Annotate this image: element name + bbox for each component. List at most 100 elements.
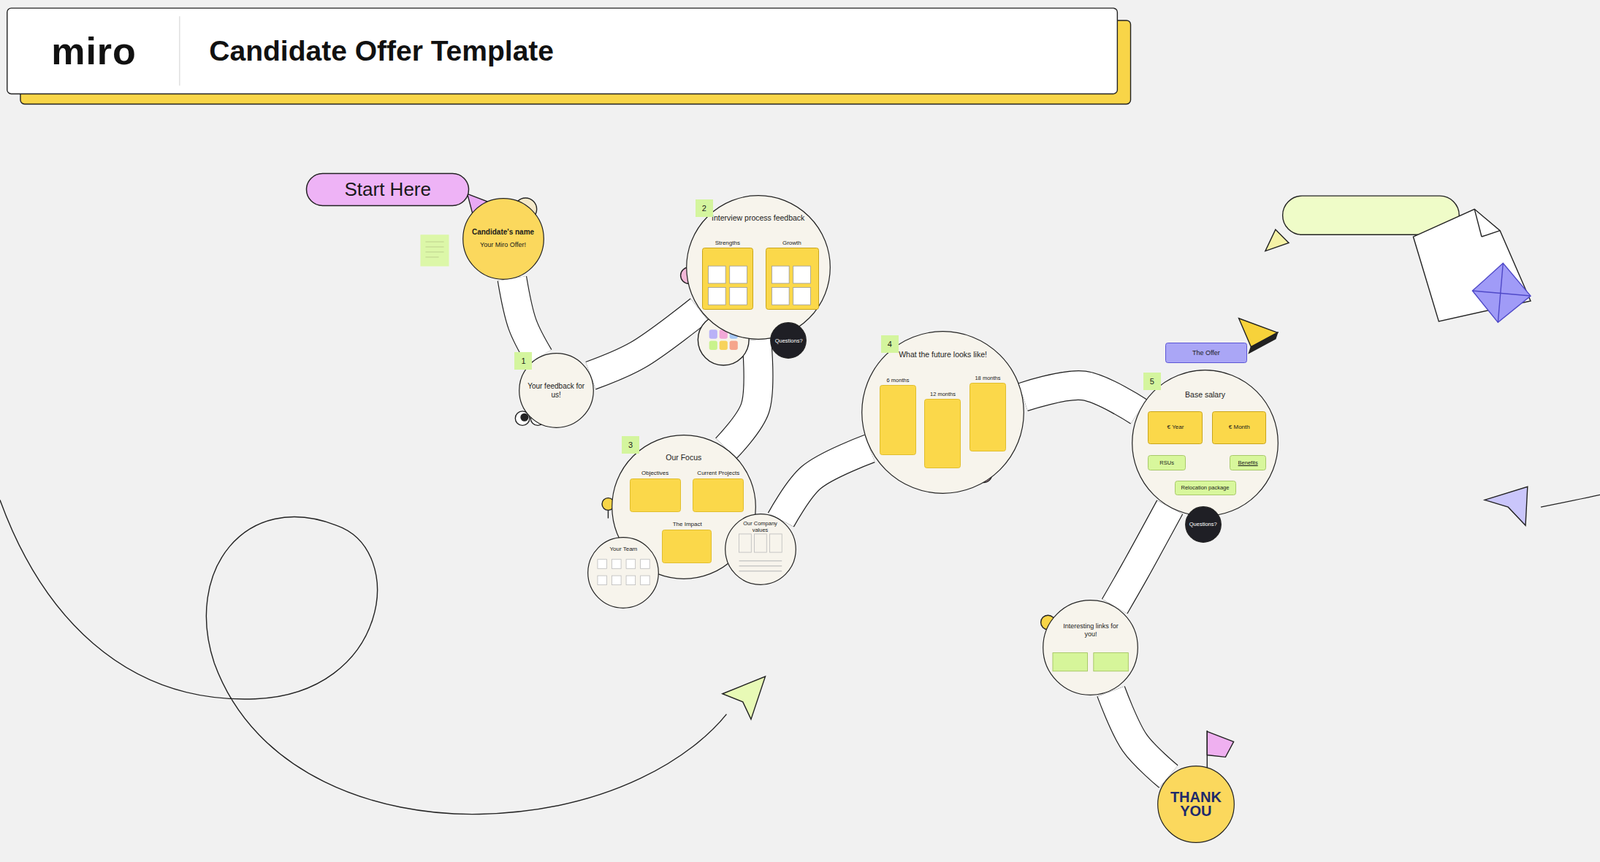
- text-holder: 6 months: [879, 385, 917, 456]
- palette-chip: [719, 340, 728, 350]
- swoosh-line: [1540, 494, 1600, 508]
- inner-card: [612, 558, 622, 569]
- text-holder: The Impact: [661, 529, 712, 564]
- box-outline: [1166, 343, 1248, 364]
- road-connector: [1114, 507, 1170, 607]
- text-holder: Questions?: [1185, 506, 1222, 543]
- pill-outline: [306, 173, 470, 207]
- node-text: Questions?: [1189, 520, 1218, 528]
- circle-outline: [1185, 506, 1221, 543]
- road-edge: [781, 448, 871, 521]
- node-text: What the future looks like!: [898, 349, 988, 360]
- box-heading: 12 months: [930, 390, 956, 398]
- box-heading: Objectives: [641, 469, 669, 478]
- note-box: RSUs: [1147, 455, 1186, 471]
- text-holder: Benefits: [1229, 455, 1267, 471]
- box-outline: [702, 248, 753, 310]
- note-box: Strengths: [702, 247, 754, 310]
- box-heading: Strengths: [715, 239, 741, 247]
- lightbulb-base: [607, 509, 609, 518]
- box-outline: [1212, 411, 1267, 444]
- box-outline: [1230, 455, 1267, 470]
- cursor-offer-side: [1249, 332, 1278, 353]
- node-text: € Year: [1167, 423, 1185, 432]
- header-divider: [178, 16, 180, 86]
- inner-card: [626, 575, 637, 586]
- box-outline: [693, 479, 744, 513]
- box-outline: [629, 479, 681, 513]
- circle-outline: [770, 322, 807, 359]
- note-box: Growth: [765, 247, 819, 310]
- text-holder: Growth: [765, 247, 819, 310]
- inner-card: [771, 266, 790, 285]
- note-box: Relocation package: [1174, 480, 1237, 496]
- note-box: Benefits: [1229, 455, 1267, 471]
- inner-card: [597, 575, 608, 586]
- text-holder: Start Here: [306, 173, 470, 207]
- callout-number: 4: [881, 335, 899, 353]
- callout-number: 3: [621, 436, 640, 454]
- road-edge: [1022, 385, 1139, 413]
- inner-card: [769, 533, 782, 552]
- box-outline: [662, 529, 712, 563]
- box-heading: 6 months: [886, 376, 910, 384]
- node-outline: [629, 478, 681, 513]
- node-outline: [765, 247, 819, 310]
- document-fold: [1474, 208, 1482, 237]
- node-outline: [661, 529, 712, 564]
- road-edge: [1114, 507, 1170, 607]
- circle-outline: [861, 330, 1024, 494]
- road-connector: [781, 448, 871, 521]
- text-holder: The Offer: [1165, 342, 1248, 364]
- note-box: Objectives: [629, 478, 681, 513]
- node-outline: [879, 385, 917, 456]
- note-box: 18 months: [969, 382, 1007, 452]
- node-text: Benefits: [1238, 459, 1259, 467]
- node-outline: [1042, 599, 1139, 696]
- step-circle: Base salary€ Year€ MonthRSUsBenefitsRelo…: [1131, 369, 1279, 517]
- inner-card: [640, 575, 651, 586]
- node-text: Questions?: [775, 337, 803, 345]
- text-holder: Questions?: [770, 322, 807, 359]
- note-box: The Offer: [1165, 342, 1248, 364]
- inner-card: [1093, 653, 1129, 672]
- inner-card: [738, 565, 782, 567]
- diamond-cross: [1472, 290, 1531, 296]
- note-box: 12 months: [924, 398, 961, 469]
- node-text: Your Miro Offer!: [480, 241, 527, 250]
- callout-number: 2: [695, 199, 714, 217]
- note-box: Current Projects: [692, 478, 744, 513]
- node-outline: [924, 398, 961, 469]
- node-text: Start Here: [344, 178, 432, 201]
- step-circle: Your Team: [587, 536, 659, 609]
- inner-card: [1052, 653, 1088, 672]
- node-outline: [462, 197, 545, 280]
- text-holder: 18 months: [969, 382, 1007, 452]
- text-holder: € Month: [1212, 411, 1267, 445]
- page-title: Candidate Offer Template: [208, 35, 554, 68]
- text-holder: Our Company values: [724, 513, 797, 586]
- pupil: [520, 413, 529, 421]
- step-circle: Interesting links for you!: [1042, 599, 1139, 696]
- node-text: Candidate's name: [471, 227, 535, 237]
- inner-card: [626, 558, 637, 569]
- box-heading: The Impact: [672, 520, 703, 529]
- box-outline: [969, 382, 1006, 451]
- note-box: € Month: [1212, 411, 1267, 445]
- circle-outline: [462, 198, 544, 280]
- box-heading: Current Projects: [696, 469, 740, 478]
- node-text: Your Team: [609, 545, 638, 554]
- road-edge: [1111, 691, 1169, 777]
- note-box: 6 months: [879, 385, 917, 456]
- brand-logo: miro: [51, 29, 137, 74]
- sticky-note: [420, 234, 449, 266]
- callout-number: 5: [1143, 372, 1161, 391]
- text-holder: 12 months: [924, 398, 961, 469]
- palette-chip: [709, 340, 718, 350]
- circle-outline: [1132, 369, 1279, 516]
- text-holder: € Year: [1147, 411, 1203, 445]
- cursor-green: [722, 676, 766, 720]
- box-heading: 18 months: [974, 374, 1001, 382]
